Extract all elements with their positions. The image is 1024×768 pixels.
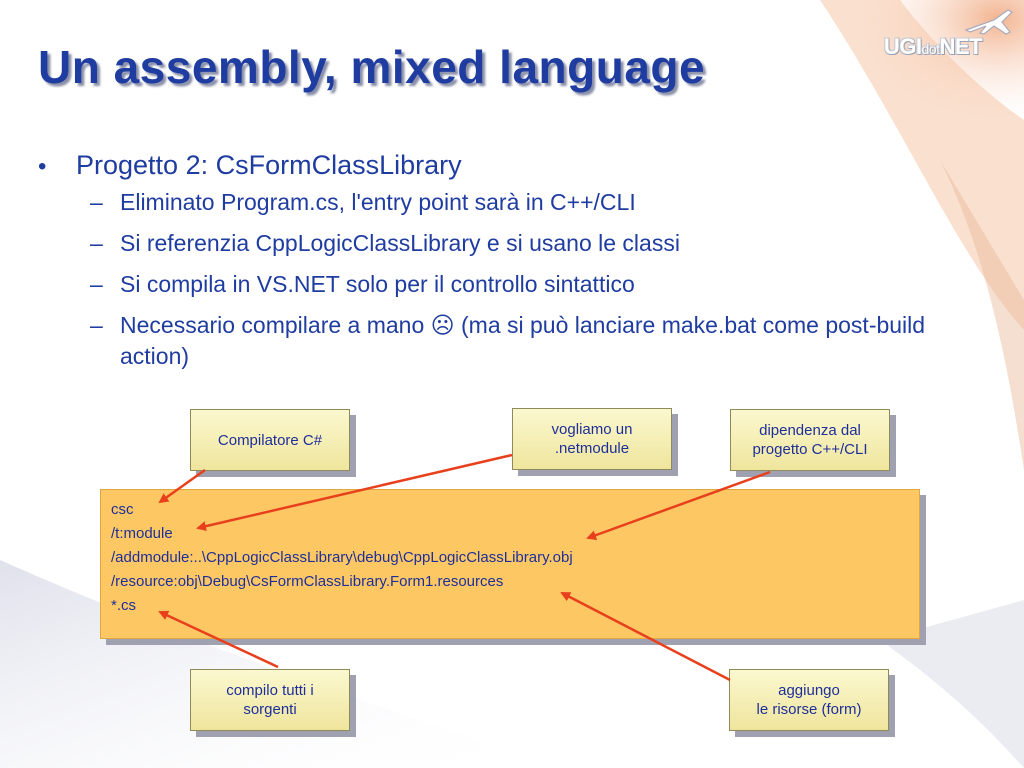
sub-bullet-item: – Si compila in VS.NET solo per il contr… (90, 269, 938, 300)
bullet-text: Progetto 2: CsFormClassLibrary (76, 150, 462, 180)
sub-bullet-text: Si compila in VS.NET solo per il control… (120, 271, 635, 297)
sub-bullet-text: Necessario compilare a mano (120, 312, 425, 338)
callout-dipendenza: dipendenza dal progetto C++/CLI (730, 409, 890, 471)
code-line: csc (111, 501, 134, 518)
plane-icon (964, 9, 1014, 35)
callout-sorgenti: compilo tutti i sorgenti (190, 669, 350, 731)
code-line: /addmodule:..\CppLogicClassLibrary\debug… (111, 549, 573, 566)
frown-icon: ☹ (430, 312, 455, 338)
code-line: /t:module (111, 525, 173, 542)
bullet-list: • Progetto 2: CsFormClassLibrary – Elimi… (38, 150, 938, 382)
sub-bullet-text: Eliminato Program.cs, l'entry point sarà… (120, 189, 636, 215)
command-line-box: csc /t:module /addmodule:..\CppLogicClas… (100, 489, 920, 639)
sub-bullet-item: – Eliminato Program.cs, l'entry point sa… (90, 187, 938, 218)
slide-title: Un assembly, mixed language (38, 41, 706, 93)
ugidotnet-logo: UGIdotNET (884, 34, 983, 59)
sub-bullet-text: (ma si può lanciare make.bat come post-b… (120, 312, 926, 369)
sub-bullet-item: – Necessario compilare a mano ☹ (ma si p… (90, 312, 926, 369)
code-line: *.cs (111, 597, 137, 614)
bullet-dot: • (38, 153, 47, 180)
sub-bullet-text: Si referenzia CppLogicClassLibrary e si … (120, 230, 680, 256)
callout-risorse: aggiungo le risorse (form) (729, 669, 889, 731)
sub-bullet-item: – Si referenzia CppLogicClassLibrary e s… (90, 228, 938, 259)
callout-netmodule: vogliamo un .netmodule (512, 408, 672, 470)
callout-compilatore: Compilatore C# (190, 409, 350, 471)
bullet-item: • Progetto 2: CsFormClassLibrary (38, 150, 938, 181)
code-line: /resource:obj\Debug\CsFormClassLibrary.F… (111, 573, 504, 590)
